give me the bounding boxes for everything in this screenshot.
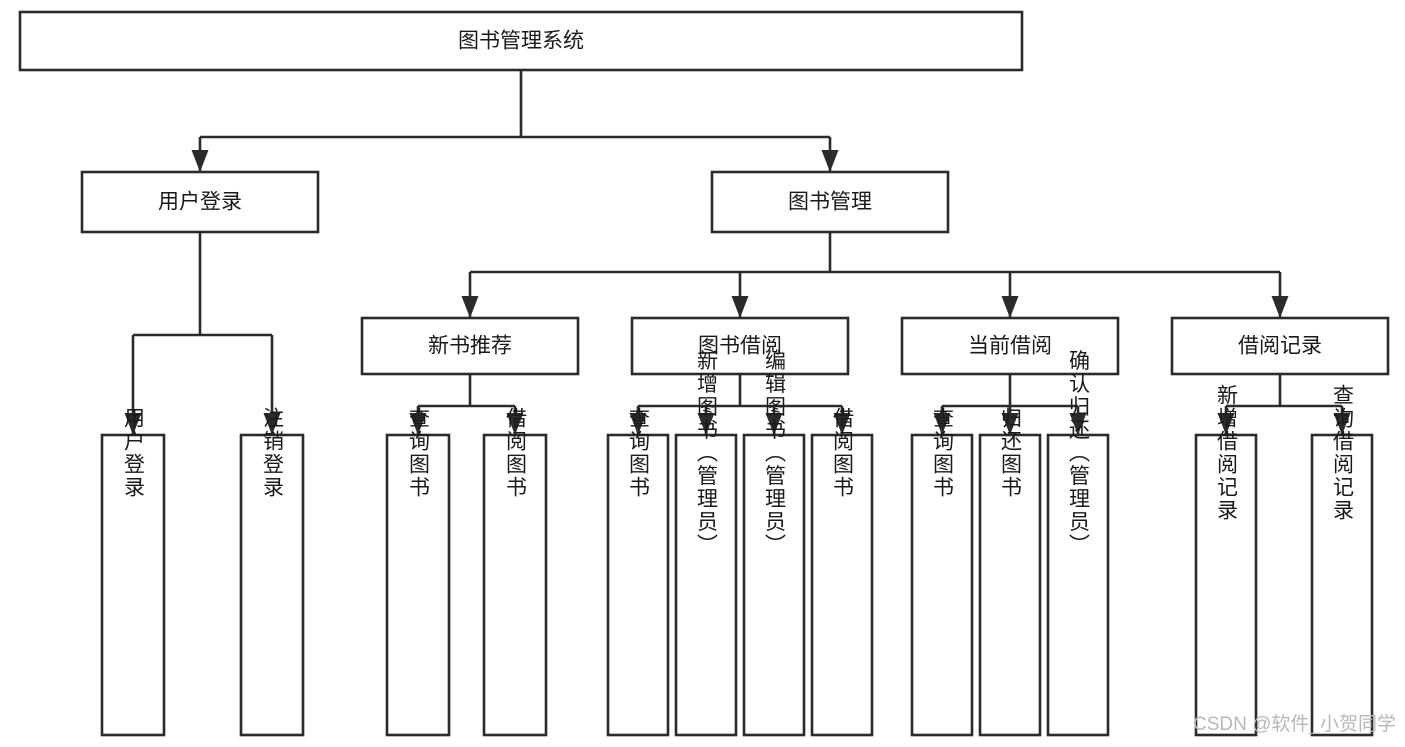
node-label-leaf-borrow-book-1: 借阅图书 — [504, 407, 528, 499]
node-root[interactable]: 图书管理系统 — [18, 10, 1024, 72]
new-book-rec-arrow-0 — [409, 413, 427, 435]
node-box-user-login — [80, 170, 320, 234]
node-box-leaf-query-book-2 — [606, 433, 670, 737]
node-box-leaf-borrow-book-2 — [810, 433, 874, 737]
node-box-new-book-rec — [360, 316, 580, 376]
node-label-leaf-edit-book: 编辑图书（管理员） — [763, 350, 787, 557]
node-label-leaf-logout: 注销登录 — [261, 407, 285, 499]
book-borrow-arrow-1 — [697, 413, 715, 435]
current-borrow-arrow-0 — [933, 413, 951, 435]
node-box-current-borrow — [900, 316, 1120, 376]
node-label-new-book-rec: 新书推荐 — [428, 335, 512, 358]
node-label-root: 图书管理系统 — [458, 30, 584, 53]
node-label-leaf-add-book: 新增图书（管理员） — [695, 350, 719, 557]
node-box-leaf-query-book-1 — [385, 433, 451, 737]
connectors-layer — [124, 70, 1351, 435]
current-borrow-arrow-1 — [1001, 413, 1019, 435]
node-book-borrow[interactable]: 图书借阅 — [630, 316, 850, 376]
current-borrow-arrow-2 — [1069, 413, 1087, 435]
node-box-leaf-return-book — [978, 433, 1042, 737]
node-label-user-login: 用户登录 — [158, 191, 242, 214]
node-label-leaf-query-book-1: 查询图书 — [407, 407, 431, 499]
node-box-root — [18, 10, 1024, 72]
node-label-current-borrow: 当前借阅 — [968, 335, 1052, 358]
node-label-leaf-query-record: 查询借阅记录 — [1331, 384, 1355, 522]
borrow-record-arrow-0 — [1217, 413, 1235, 435]
node-new-book-rec[interactable]: 新书推荐 — [360, 316, 580, 376]
node-box-borrow-record — [1170, 316, 1390, 376]
book-manage-arrow-1 — [731, 296, 749, 318]
node-box-leaf-confirm-return — [1046, 433, 1110, 737]
node-borrow-record[interactable]: 借阅记录 — [1170, 316, 1390, 376]
node-leaf-confirm-return[interactable]: 确认归还（管理员） — [1046, 350, 1110, 737]
nodes-layer: 图书管理系统用户登录图书管理新书推荐图书借阅当前借阅借阅记录用户登录注销登录查询… — [18, 10, 1390, 737]
node-label-book-manage: 图书管理 — [788, 191, 872, 214]
book-manage-arrow-3 — [1271, 296, 1289, 318]
book-manage-arrow-0 — [461, 296, 479, 318]
node-leaf-query-book-1[interactable]: 查询图书 — [385, 407, 451, 737]
book-borrow-arrow-3 — [833, 413, 851, 435]
node-label-leaf-query-book-2: 查询图书 — [627, 407, 651, 499]
user-login-arrow-0 — [124, 413, 142, 435]
node-leaf-add-record[interactable]: 新增借阅记录 — [1194, 384, 1258, 737]
node-label-leaf-add-record: 新增借阅记录 — [1215, 384, 1239, 522]
node-label-leaf-return-book: 归还图书 — [999, 407, 1023, 499]
user-login-arrow-1 — [263, 413, 281, 435]
book-borrow-arrow-0 — [629, 413, 647, 435]
node-box-leaf-add-record — [1194, 433, 1258, 737]
node-leaf-borrow-book-1[interactable]: 借阅图书 — [482, 407, 548, 737]
node-book-manage[interactable]: 图书管理 — [710, 170, 950, 234]
root-arrow-1 — [821, 150, 839, 172]
node-box-leaf-logout — [239, 433, 305, 737]
node-box-leaf-edit-book — [742, 433, 806, 737]
node-current-borrow[interactable]: 当前借阅 — [900, 316, 1120, 376]
node-leaf-query-book-2[interactable]: 查询图书 — [606, 407, 670, 737]
node-label-leaf-borrow-book-2: 借阅图书 — [831, 407, 855, 499]
node-leaf-add-book[interactable]: 新增图书（管理员） — [674, 350, 738, 737]
node-label-borrow-record: 借阅记录 — [1238, 335, 1322, 358]
node-leaf-user-login[interactable]: 用户登录 — [100, 407, 166, 737]
borrow-record-arrow-1 — [1333, 413, 1351, 435]
csdn-watermark: CSDN @软件_小贺同学 — [1193, 713, 1396, 735]
book-borrow-arrow-2 — [765, 413, 783, 435]
node-box-leaf-query-record — [1310, 433, 1374, 737]
node-leaf-borrow-book-2[interactable]: 借阅图书 — [810, 407, 874, 737]
node-label-leaf-confirm-return: 确认归还（管理员） — [1067, 350, 1091, 557]
node-leaf-return-book[interactable]: 归还图书 — [978, 407, 1042, 737]
book-manage-arrow-2 — [1001, 296, 1019, 318]
node-box-leaf-query-book-3 — [910, 433, 974, 737]
node-box-leaf-user-login — [100, 433, 166, 737]
node-box-leaf-borrow-book-1 — [482, 433, 548, 737]
node-leaf-edit-book[interactable]: 编辑图书（管理员） — [742, 350, 806, 737]
node-leaf-query-record[interactable]: 查询借阅记录 — [1310, 384, 1374, 737]
node-box-book-borrow — [630, 316, 850, 376]
node-label-book-borrow: 图书借阅 — [698, 335, 782, 358]
node-leaf-query-book-3[interactable]: 查询图书 — [910, 407, 974, 737]
node-leaf-logout[interactable]: 注销登录 — [239, 407, 305, 737]
node-label-leaf-query-book-3: 查询图书 — [931, 407, 955, 499]
node-user-login[interactable]: 用户登录 — [80, 170, 320, 234]
root-arrow-0 — [191, 150, 209, 172]
node-label-leaf-user-login: 用户登录 — [122, 407, 146, 499]
node-box-leaf-add-book — [674, 433, 738, 737]
new-book-rec-arrow-1 — [506, 413, 524, 435]
node-box-book-manage — [710, 170, 950, 234]
